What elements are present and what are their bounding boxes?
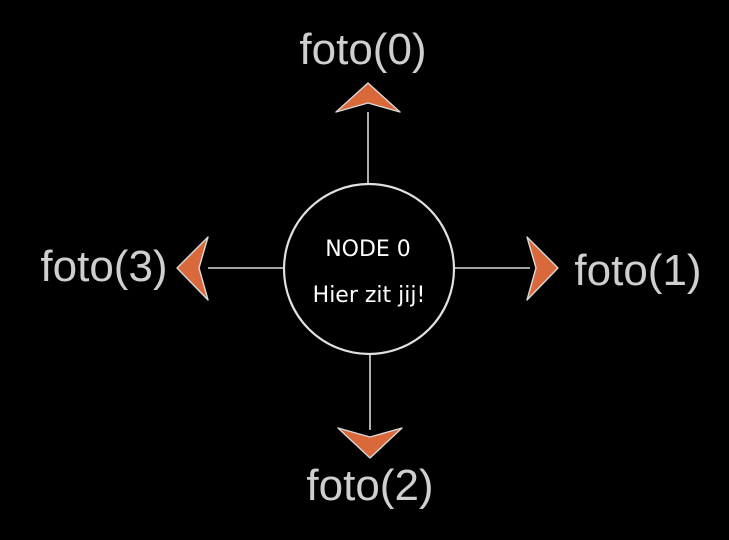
arrow-right-icon[interactable]	[526, 236, 559, 301]
arrow-down-icon[interactable]	[337, 427, 403, 459]
node-subtitle: Hier zit jij!	[313, 283, 426, 308]
label-foto-up[interactable]: foto(0)	[299, 25, 426, 74]
node-title: NODE 0	[325, 237, 411, 262]
label-foto-down[interactable]: foto(2)	[306, 461, 433, 510]
label-foto-right[interactable]: foto(1)	[574, 246, 701, 295]
arrow-up-icon[interactable]	[335, 82, 401, 113]
node-circle[interactable]	[282, 182, 456, 356]
arrow-left-icon[interactable]	[176, 236, 209, 301]
label-foto-left[interactable]: foto(3)	[40, 242, 167, 291]
